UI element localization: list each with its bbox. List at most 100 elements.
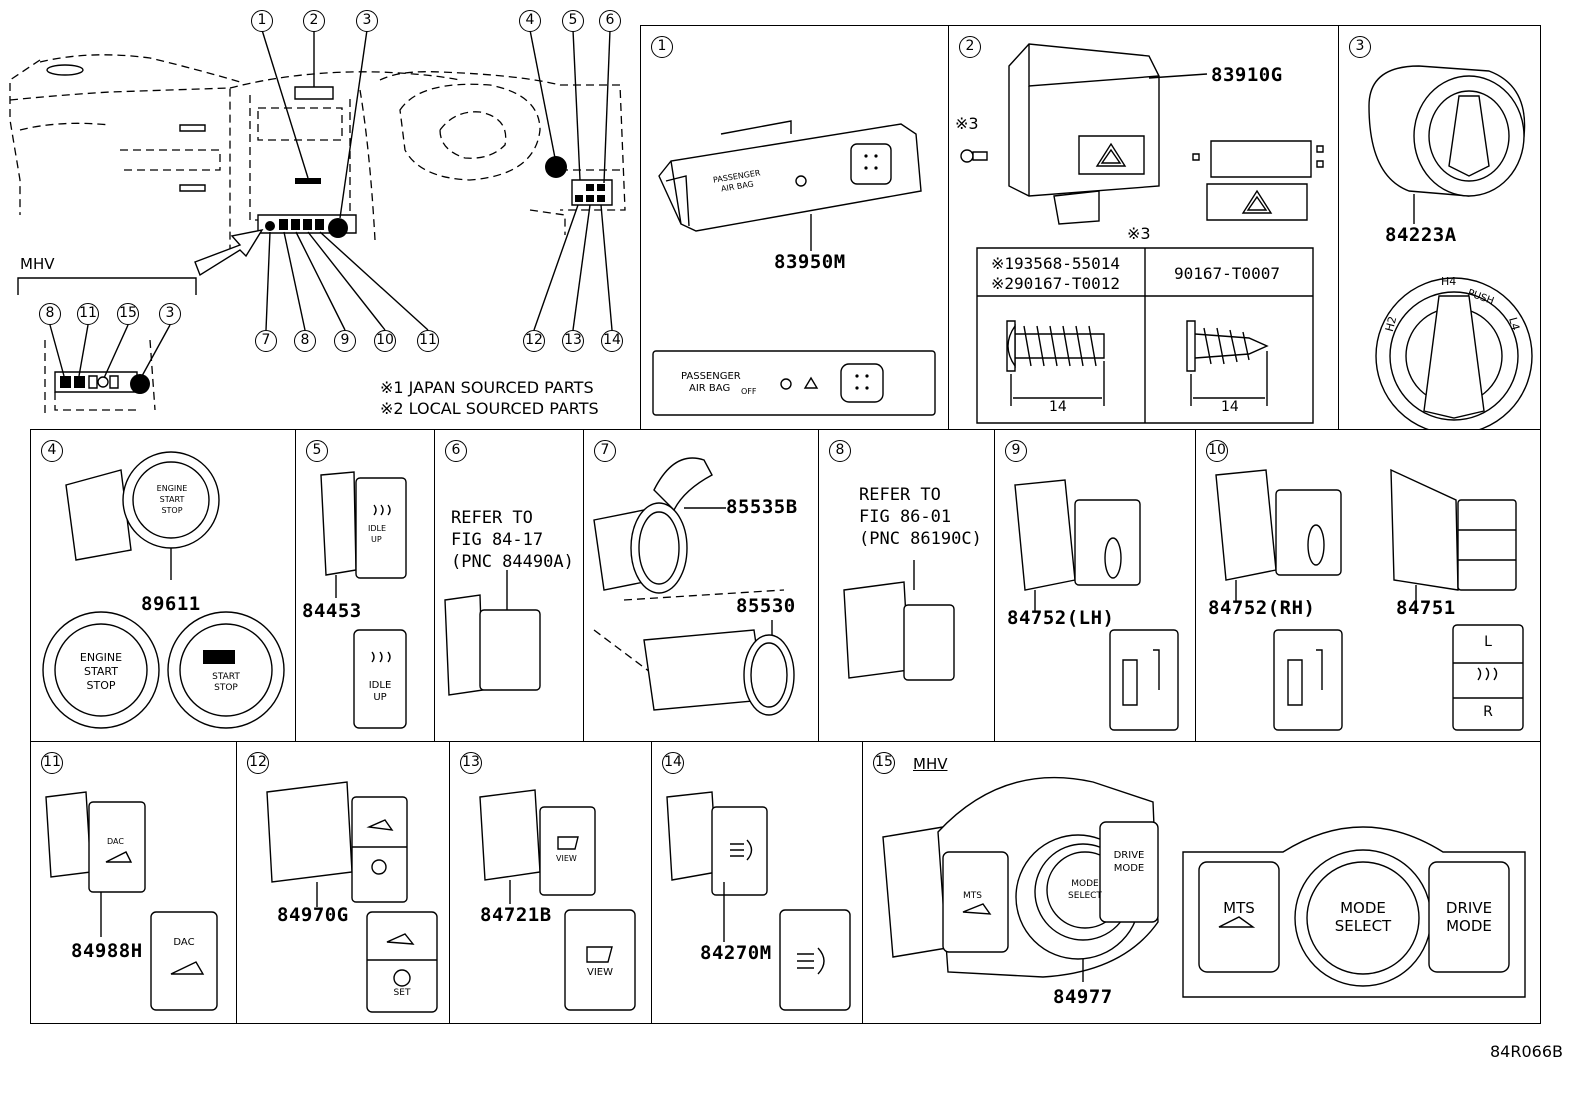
drive-mode-label: MODE <box>1446 917 1492 935</box>
callout-7: 7 <box>255 330 277 352</box>
seat-l-label: L <box>1484 634 1492 650</box>
table-mark-3: ※3 <box>1127 224 1151 243</box>
drive-mode-label-side: MODE <box>1113 863 1145 874</box>
seat-heater-lh-drawing <box>995 430 1197 743</box>
drive-label-side: DRIVE <box>1113 850 1145 861</box>
callout-13: 13 <box>562 330 584 352</box>
engine-start-switch-drawing <box>31 430 297 743</box>
gr-start-label: START <box>212 672 240 682</box>
mode-select-switch-drawing <box>863 742 1542 1025</box>
panel-13: 13 VIEW 84721B VIEW <box>449 741 652 1024</box>
mode-label-side: MODE <box>1071 879 1099 889</box>
panel-3-number: 3 <box>1349 36 1371 58</box>
passenger-airbag-switch-drawing <box>641 26 950 431</box>
panel-13-number: 13 <box>460 752 482 774</box>
part-89611: 89611 <box>141 593 201 615</box>
part-84751: 84751 <box>1396 597 1456 619</box>
mhv-callout-15: 15 <box>117 303 139 325</box>
mhv-label: MHV <box>20 255 55 273</box>
usb-port-drawing <box>819 430 996 743</box>
mts-label: MTS <box>1223 899 1255 917</box>
panel-2-number: 2 <box>959 36 981 58</box>
callout-6: 6 <box>599 10 621 32</box>
part-84977: 84977 <box>1053 986 1113 1008</box>
panel-6: 6 REFER TO FIG 84-17 (PNC 84490A) <box>434 429 584 742</box>
panel-5-number: 5 <box>306 440 328 462</box>
view-label: VIEW <box>587 967 613 978</box>
headlamp-cleaner-switch-drawing <box>652 742 864 1025</box>
part-84223A: 84223A <box>1385 224 1457 246</box>
stop-label-top: STOP <box>161 506 183 515</box>
up-label-top: UP <box>371 535 382 544</box>
parking-sensor-switch-drawing <box>435 430 585 743</box>
bolt-mark-3: ※3 <box>955 114 979 133</box>
drive-label: DRIVE <box>1445 899 1493 917</box>
select-label: SELECT <box>1334 917 1392 935</box>
callout-3: 3 <box>356 10 378 32</box>
callout-10: 10 <box>374 330 396 352</box>
select-label-side: SELECT <box>1068 891 1102 901</box>
part-85535B: 85535B <box>726 496 798 518</box>
callout-5: 5 <box>562 10 584 32</box>
part-84752-lh: 84752(LH) <box>1007 607 1115 629</box>
panel-11-number: 11 <box>41 752 63 774</box>
panel-15-number: 15 <box>873 752 895 774</box>
hazard-switch-drawing <box>949 26 1340 431</box>
power-outlet-drawing <box>584 430 820 743</box>
panel-3: 3 84223A H4 H2 L4 PUSH <box>1338 25 1541 430</box>
callout-8: 8 <box>294 330 316 352</box>
note-local-sourced: ※2 LOCAL SOURCED PARTS <box>380 399 599 418</box>
idle-label: IDLE <box>368 680 392 691</box>
up-label: UP <box>373 692 387 703</box>
callout-1: 1 <box>251 10 273 32</box>
part-83910G: 83910G <box>1211 64 1283 86</box>
part-84270M: 84270M <box>700 942 772 964</box>
part-85530: 85530 <box>736 595 796 617</box>
airbag-label-face-2: AIR BAG <box>689 383 731 394</box>
airbag-off-label: OFF <box>741 387 757 396</box>
seat-heater-rh-drawing <box>1196 430 1542 743</box>
panel-9: 9 84752(LH) <box>994 429 1196 742</box>
panel-9-number: 9 <box>1005 440 1027 462</box>
gr-stop-label: STOP <box>214 683 238 693</box>
panel-7-number: 7 <box>594 440 616 462</box>
dac-switch-drawing <box>31 742 238 1025</box>
panel-8-number: 8 <box>829 440 851 462</box>
view-label-top: VIEW <box>556 854 577 863</box>
bolt-part-1: ※193568-55014 <box>991 254 1120 273</box>
mhv-callout-11: 11 <box>77 303 99 325</box>
panel-1-number: 1 <box>651 36 673 58</box>
panel-4: 4 ENGINE START STOP 89611 ENGINE START S… <box>30 429 296 742</box>
part-84988H: 84988H <box>71 940 143 962</box>
dac-label: DAC <box>173 937 195 948</box>
refer-to-6: REFER TO <box>451 508 533 528</box>
engine-label: ENGINE <box>79 651 123 664</box>
mhv-label-15: MHV <box>913 755 948 773</box>
part-84970G: 84970G <box>277 904 349 926</box>
part-84752-rh: 84752(RH) <box>1208 597 1316 619</box>
panel-15: 15 MHV MTS MODE SELECT DRIVE MODE 84977 … <box>862 741 1541 1024</box>
callout-12: 12 <box>523 330 545 352</box>
panel-14-number: 14 <box>662 752 684 774</box>
refer-fig-8: FIG 86-01 <box>859 507 952 527</box>
idle-up-switch-drawing <box>296 430 436 743</box>
mhv-callout-8: 8 <box>39 303 61 325</box>
panel-12: 12 84970G SET <box>236 741 450 1024</box>
callout-14: 14 <box>601 330 623 352</box>
transfer-switch-drawing <box>1339 26 1542 431</box>
panel-12-number: 12 <box>247 752 269 774</box>
callout-2: 2 <box>303 10 325 32</box>
mhv-callout-3: 3 <box>159 303 181 325</box>
screw-part: 90167-T0007 <box>1174 264 1280 283</box>
refer-fig-6: FIG 84-17 <box>451 530 544 550</box>
callout-9: 9 <box>334 330 356 352</box>
part-84453: 84453 <box>302 600 362 622</box>
callout-11: 11 <box>417 330 439 352</box>
panel-6-number: 6 <box>445 440 467 462</box>
refer-to-8: REFER TO <box>859 485 941 505</box>
airbag-label-face-1: PASSENGER <box>681 371 741 382</box>
panel-10: 10 84752(RH) 84751 L R <box>1195 429 1541 742</box>
panel-5: 5 IDLE UP 84453 IDLE UP <box>295 429 435 742</box>
panel-1: 1 PASSENGER AIR BAG 83950M PASSENGER AIR… <box>640 25 949 430</box>
dashboard-overview: 1 2 3 4 5 6 7 8 9 10 11 12 13 14 MHV 8 1… <box>0 0 640 430</box>
